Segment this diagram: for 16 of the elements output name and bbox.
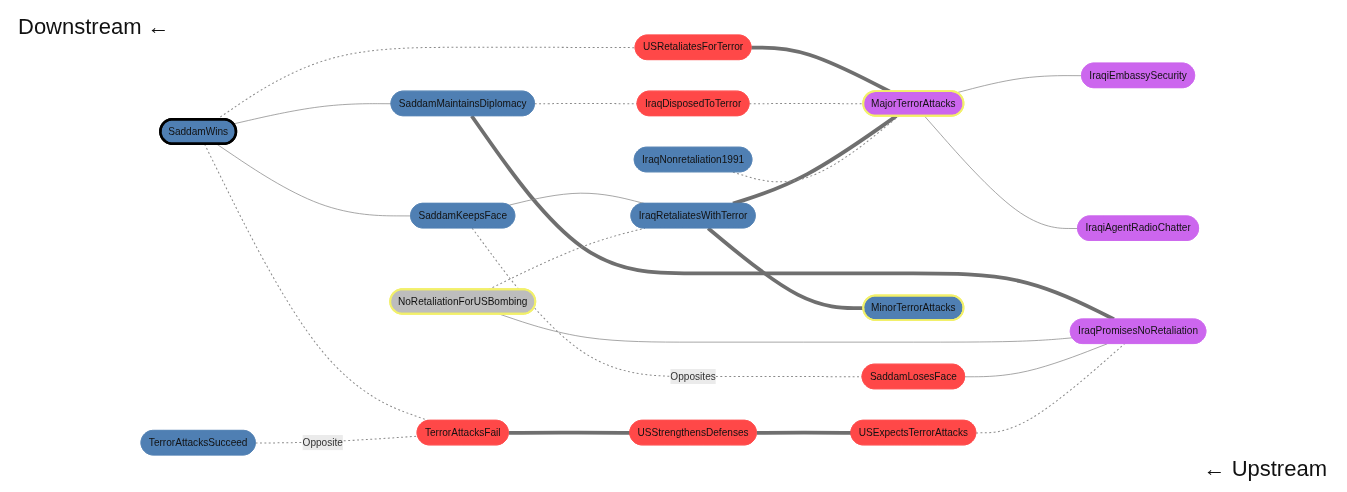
connector (956, 75, 1083, 94)
direction-note: Downstream ← (18, 14, 170, 40)
connector (756, 430, 852, 435)
connector (470, 114, 1115, 321)
direction-note: ← Upstream (1203, 456, 1327, 482)
connector (964, 343, 1108, 378)
connector (508, 430, 631, 435)
connector (471, 227, 863, 378)
connector (233, 103, 392, 125)
edge-label: Opposites (670, 370, 716, 382)
connector (924, 115, 1079, 229)
edge-label: Opposite (302, 436, 343, 448)
connector (975, 343, 1125, 434)
connector (706, 226, 864, 310)
connector (216, 143, 412, 217)
connector (498, 313, 1073, 343)
